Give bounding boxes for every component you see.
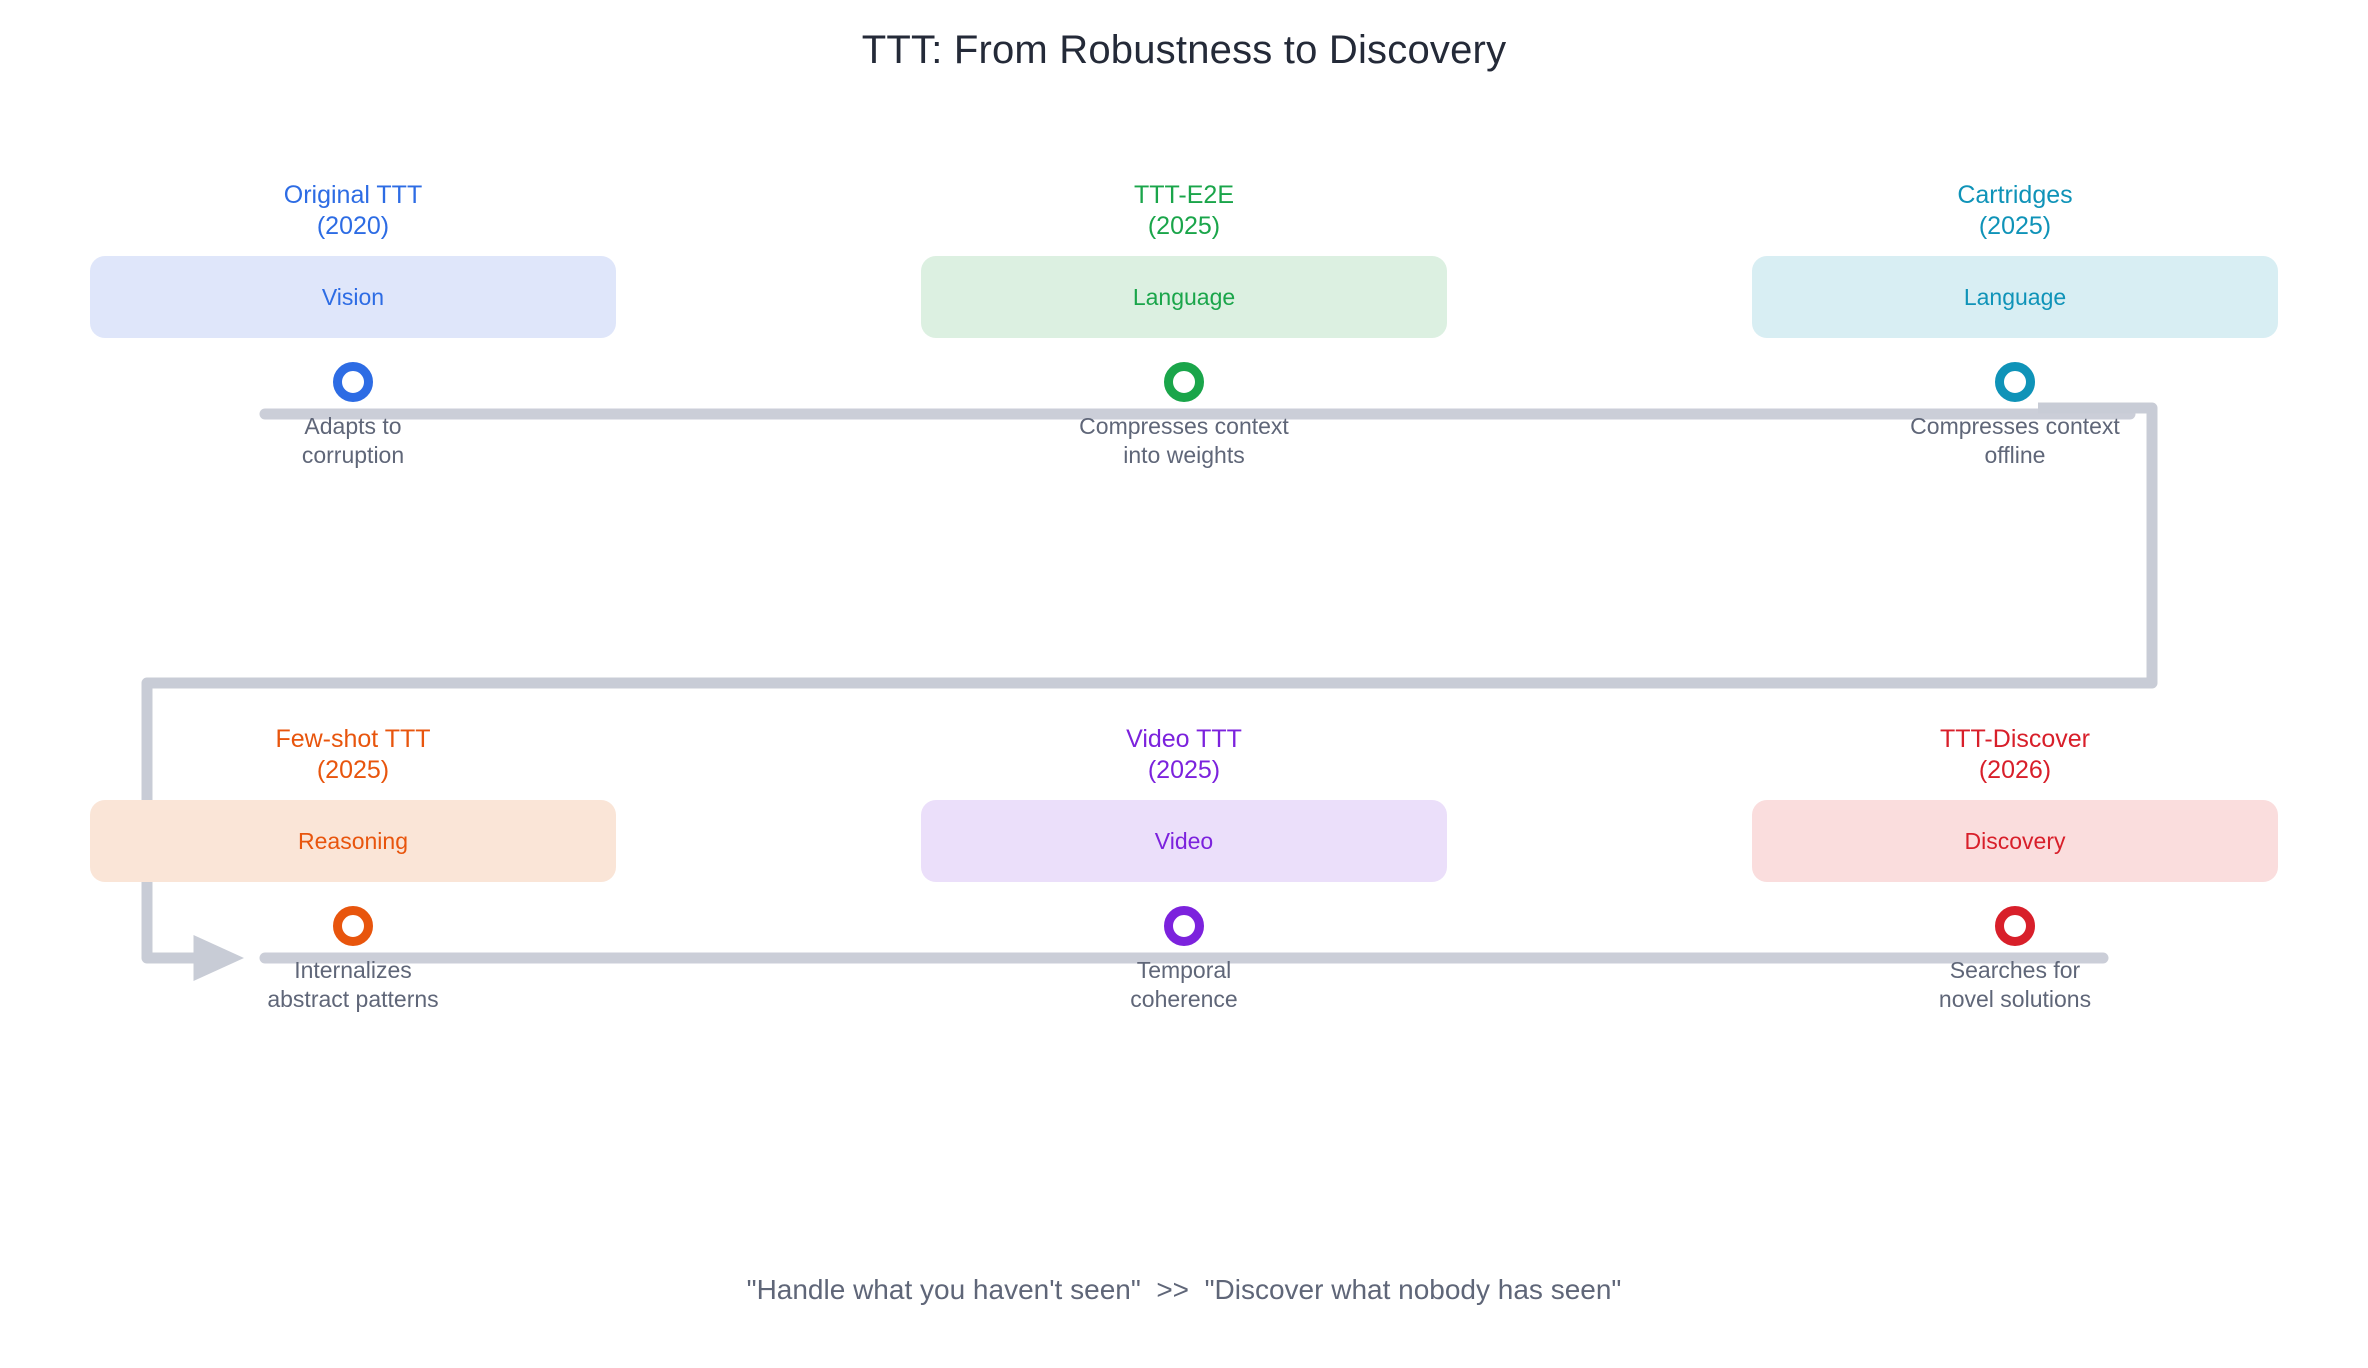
footer-caption: "Handle what you haven't seen" >> "Disco… xyxy=(746,1274,1622,1305)
node-domain-label: Language xyxy=(1132,283,1236,310)
node-description: Adapts to corruption xyxy=(301,413,405,468)
node-description: Internalizes abstract patterns xyxy=(267,957,439,1012)
timeline-marker-icon[interactable] xyxy=(1995,362,2035,402)
node-title: TTT-E2E xyxy=(1133,181,1234,209)
node-domain-box[interactable]: Video xyxy=(921,800,1447,882)
node-domain-box[interactable]: Discovery xyxy=(1752,800,2278,882)
timeline-marker-icon[interactable] xyxy=(1995,906,2035,946)
node-year: (2026) xyxy=(1978,756,2052,784)
timeline-marker-icon[interactable] xyxy=(333,906,373,946)
node-year: (2025) xyxy=(316,756,390,784)
node-domain-label: Discovery xyxy=(1964,827,2066,854)
timeline-marker-icon[interactable] xyxy=(1164,906,1204,946)
node-year: (2025) xyxy=(1978,212,2052,240)
node-description: Searches for novel solutions xyxy=(1938,957,2092,1012)
node-title: Few-shot TTT xyxy=(275,725,431,753)
timeline-marker-icon[interactable] xyxy=(333,362,373,402)
node-year: (2025) xyxy=(1147,756,1221,784)
node-domain-box[interactable]: Vision xyxy=(90,256,616,338)
node-year: (2020) xyxy=(316,212,390,240)
node-title: TTT-Discover xyxy=(1940,725,2090,753)
node-domain-label: Vision xyxy=(321,283,385,310)
node-domain-label: Reasoning xyxy=(298,827,408,854)
node-description: Compresses context offline xyxy=(1910,413,2120,468)
node-domain-box[interactable]: Reasoning xyxy=(90,800,616,882)
node-domain-box[interactable]: Language xyxy=(1752,256,2278,338)
node-title: Video TTT xyxy=(1126,725,1242,753)
node-domain-label: Video xyxy=(1154,827,1214,854)
node-domain-box[interactable]: Language xyxy=(921,256,1447,338)
page-title: TTT: From Robustness to Discovery xyxy=(861,28,1507,72)
node-title: Original TTT xyxy=(283,181,423,209)
node-year: (2025) xyxy=(1147,212,1221,240)
node-title: Cartridges xyxy=(1957,181,2073,209)
timeline-marker-icon[interactable] xyxy=(1164,362,1204,402)
node-description: Compresses context into weights xyxy=(1079,413,1289,468)
node-description: Temporal coherence xyxy=(1130,957,1238,1012)
node-domain-label: Language xyxy=(1963,283,2067,310)
